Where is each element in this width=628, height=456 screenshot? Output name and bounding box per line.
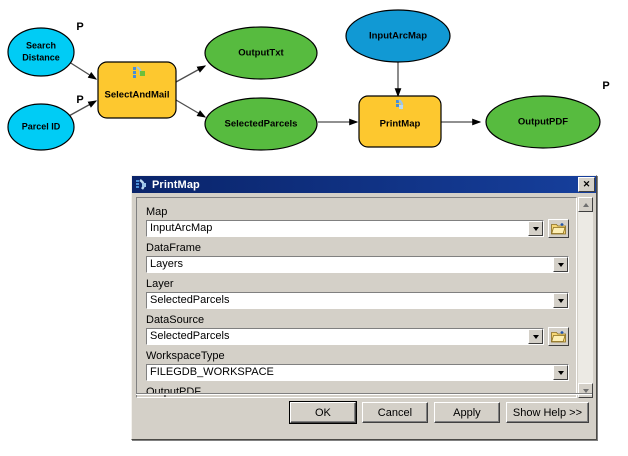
label-dataframe: DataFrame: [146, 242, 202, 254]
label-datasource: DataSource: [146, 314, 205, 326]
node-output-pdf-label: OutputPDF: [518, 117, 568, 128]
workspacetype-combobox[interactable]: FILEGDB_WORKSPACE: [146, 364, 569, 381]
chevron-down-icon[interactable]: [553, 257, 568, 272]
field-group-workspacetype: WorkspaceType FILEGDB_WORKSPACE: [146, 350, 569, 381]
apply-button[interactable]: Apply: [433, 402, 500, 423]
layer-combobox[interactable]: SelectedParcels: [146, 292, 569, 309]
node-print-map-label: PrintMap: [380, 119, 421, 130]
show-help-button[interactable]: Show Help >>: [505, 402, 589, 423]
datasource-combobox[interactable]: SelectedParcels: [146, 328, 544, 345]
chevron-down-icon[interactable]: [528, 221, 543, 236]
layer-value: SelectedParcels: [150, 294, 230, 306]
label-map: Map: [146, 206, 168, 218]
node-input-arcmap-label: InputArcMap: [369, 31, 427, 42]
scroll-up-button[interactable]: [578, 197, 593, 212]
dataframe-value: Layers: [150, 258, 184, 270]
script-icon-print-map: [396, 99, 404, 110]
model-builder-diagram: Search Distance P Parcel ID P SelectAndM…: [0, 0, 628, 172]
connector-selectandmail-to-selectedparcels: [175, 99, 207, 118]
node-selected-parcels[interactable]: SelectedParcels: [204, 97, 318, 151]
field-group-datasource: DataSource SelectedParcels: [146, 314, 569, 346]
node-input-arcmap[interactable]: InputArcMap: [345, 9, 451, 63]
node-print-map[interactable]: PrintMap: [358, 95, 442, 148]
node-parcel-id-label: Parcel ID: [22, 121, 61, 131]
map-browse-button[interactable]: [548, 219, 569, 238]
dialog-body: Map InputArcMap: [132, 193, 596, 439]
node-output-pdf[interactable]: OutputPDF: [485, 95, 601, 149]
chevron-down-icon[interactable]: [553, 365, 568, 380]
param-marker-search-distance: P: [76, 21, 83, 33]
ok-button[interactable]: OK: [288, 401, 357, 424]
datasource-browse-button[interactable]: [548, 327, 569, 346]
field-group-outputpdf: OutputPDF E:\pub\Discovery\DiscoveryTest…: [146, 386, 569, 398]
scroll-track[interactable]: [578, 212, 593, 383]
script-tool-icon: [136, 178, 146, 190]
cancel-button[interactable]: Cancel: [361, 402, 428, 423]
dialog-titlebar[interactable]: PrintMap ✕: [132, 176, 596, 193]
node-select-and-mail[interactable]: SelectAndMail: [97, 61, 177, 119]
label-layer: Layer: [146, 278, 174, 290]
parameters-scrollbar[interactable]: [578, 197, 593, 398]
node-search-distance-label-line2: Distance: [22, 52, 60, 62]
connector-selectandmail-to-outputtxt: [175, 65, 207, 83]
parameters-panel: Map InputArcMap: [136, 197, 577, 398]
field-group-layer: Layer SelectedParcels: [146, 278, 569, 309]
label-workspacetype: WorkspaceType: [146, 350, 225, 362]
chevron-down-icon[interactable]: [528, 329, 543, 344]
node-selected-parcels-label: SelectedParcels: [225, 119, 298, 130]
folder-icon: [551, 331, 566, 343]
node-select-and-mail-label: SelectAndMail: [105, 90, 170, 101]
label-outputpdf: OutputPDF: [146, 386, 202, 398]
field-group-dataframe: DataFrame Layers: [146, 242, 569, 273]
dialog-button-bar: OK Cancel Apply Show Help >>: [132, 393, 596, 439]
node-parcel-id[interactable]: Parcel ID: [7, 103, 75, 151]
map-combobox[interactable]: InputArcMap: [146, 220, 544, 237]
connector-parcel-id-to-selectandmail: [66, 100, 98, 118]
node-output-txt[interactable]: OutputTxt: [204, 26, 318, 80]
node-search-distance-label-line1: Search: [26, 40, 56, 50]
param-marker-parcel-id: P: [76, 94, 83, 106]
parameters-region: Map InputArcMap: [136, 197, 593, 398]
close-icon[interactable]: ✕: [578, 177, 595, 192]
folder-icon: [551, 223, 566, 235]
button-bar-divider: [136, 393, 592, 395]
dataframe-combobox[interactable]: Layers: [146, 256, 569, 273]
dialog-title: PrintMap: [152, 178, 200, 191]
chevron-down-icon[interactable]: [553, 293, 568, 308]
workspacetype-value: FILEGDB_WORKSPACE: [150, 366, 274, 378]
field-group-map: Map InputArcMap: [146, 206, 569, 238]
node-search-distance[interactable]: Search Distance: [7, 27, 75, 77]
datasource-value: SelectedParcels: [150, 330, 230, 342]
node-output-txt-label: OutputTxt: [238, 48, 284, 59]
map-value: InputArcMap: [150, 222, 213, 234]
printmap-dialog: PrintMap ✕ Map InputArcMap: [131, 175, 597, 440]
script-icon-select-and-mail: [133, 66, 145, 78]
param-marker-output-pdf: P: [602, 80, 609, 92]
